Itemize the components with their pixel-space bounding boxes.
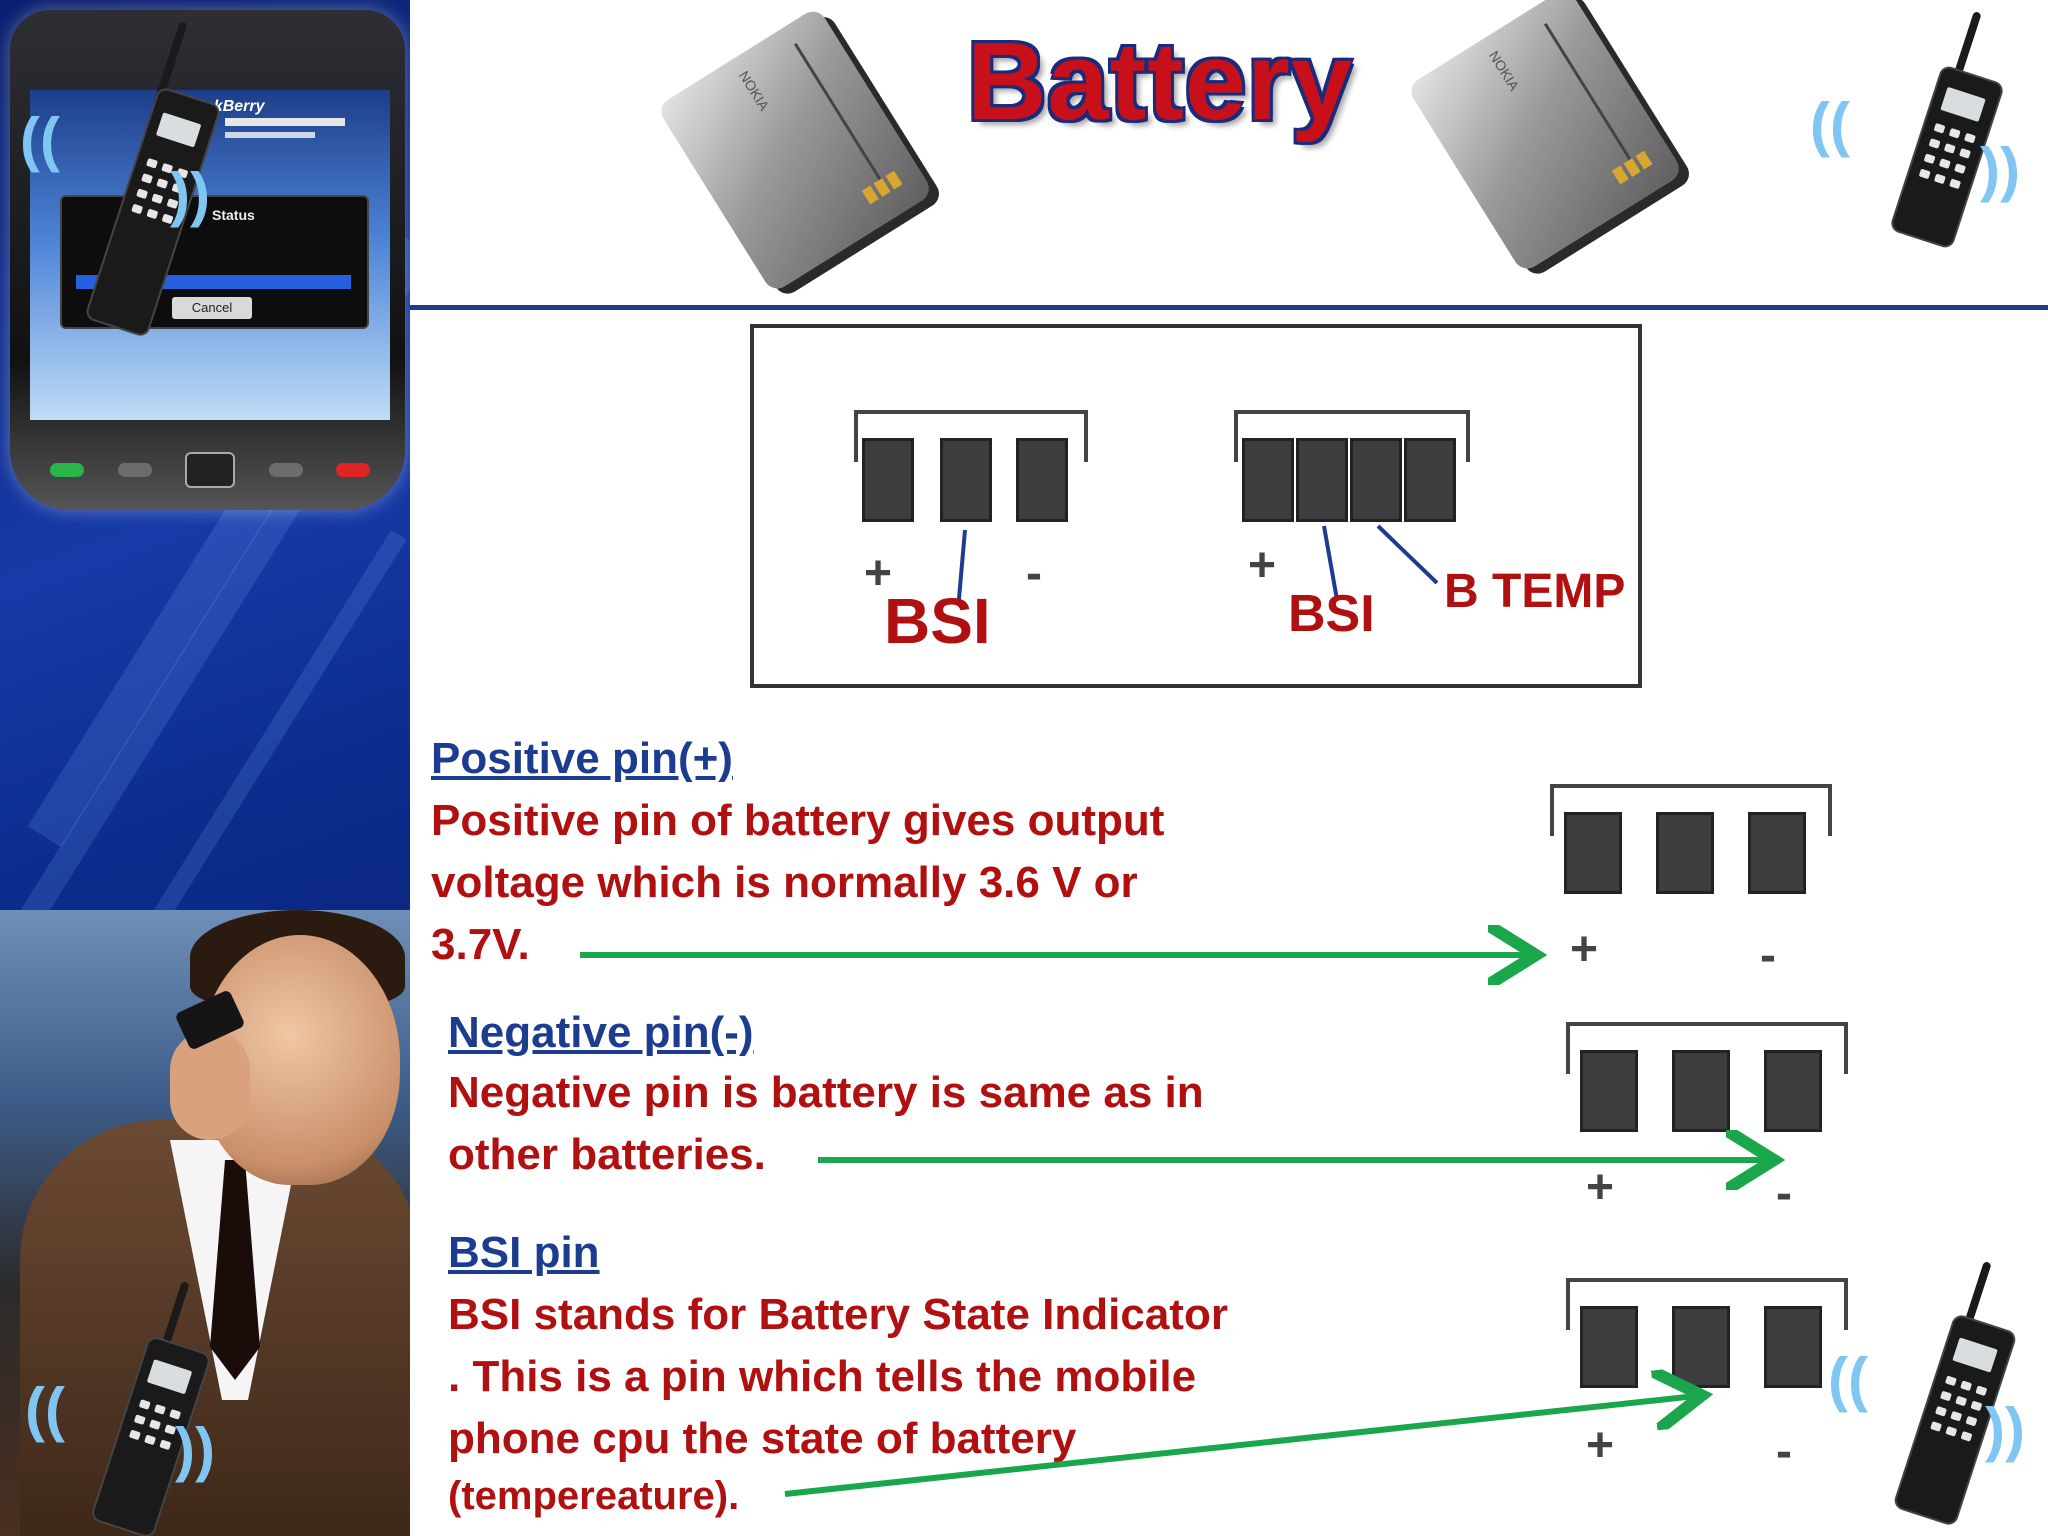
positive-pin xyxy=(1242,438,1294,522)
battery-brand: NOKIA xyxy=(1485,47,1523,94)
b-temp-label: B TEMP xyxy=(1444,565,1626,618)
text-line: voltage which is normally 3.6 V or xyxy=(431,858,1138,907)
signal-waves-icon: )) xyxy=(1980,136,2020,203)
smartphone-keys xyxy=(50,450,370,490)
signal-waves-icon: (( xyxy=(1810,91,1850,158)
businessman-photo xyxy=(0,910,410,1536)
signal-waves-icon: )) xyxy=(1985,1396,2025,1463)
minus-sign: - xyxy=(1026,547,1042,600)
battery-photo-icon: NOKIA xyxy=(656,6,934,294)
bsi-pin xyxy=(1672,1050,1730,1132)
connector-frame xyxy=(1566,1022,1848,1074)
cell-phone-keypad xyxy=(1930,1375,1988,1442)
temp-lead-line xyxy=(1376,524,1439,585)
connector-frame xyxy=(1550,784,1832,836)
plus-sign: + xyxy=(1586,1419,1615,1472)
bsi-pin xyxy=(1656,812,1714,894)
battery-photo-icon: NOKIA xyxy=(1406,0,1684,274)
page-title: Battery xyxy=(966,20,1354,143)
plus-sign: + xyxy=(1248,539,1277,592)
bsi-pin xyxy=(1672,1306,1730,1388)
cell-phone-screen xyxy=(146,1359,193,1395)
text-line: Positive pin of battery gives output xyxy=(431,796,1165,845)
positive-pin-heading: Positive pin(+) xyxy=(431,734,733,783)
four-pin-connector-frame xyxy=(1234,410,1470,462)
connector-frame xyxy=(1566,1278,1848,1330)
temp-pin xyxy=(1350,438,1402,522)
positive-pin xyxy=(1580,1050,1638,1132)
text-line: BSI stands for Battery State Indicator xyxy=(448,1290,1228,1339)
plus-sign: + xyxy=(1586,1161,1615,1214)
positive-pin xyxy=(862,438,914,522)
minus-sign: - xyxy=(1760,929,1776,982)
bsi-pin xyxy=(1296,438,1348,522)
text-line: . This is a pin which tells the mobile xyxy=(448,1352,1197,1401)
positive-pin xyxy=(1564,812,1622,894)
text-line: (tempereature). xyxy=(448,1474,740,1518)
minus-sign: - xyxy=(1776,1167,1792,1220)
plus-sign: + xyxy=(864,547,893,600)
cell-phone-screen xyxy=(1952,1337,1998,1373)
cell-phone-keypad xyxy=(128,1399,182,1451)
plus-sign: + xyxy=(1570,923,1599,976)
text-line: phone cpu the state of battery xyxy=(448,1414,1077,1463)
smartphone-image: BlackBerry Status Cancel xyxy=(10,10,405,510)
bsi-pin xyxy=(940,438,992,522)
battery-groove xyxy=(793,42,887,189)
signal-waves-icon: )) xyxy=(170,161,210,228)
menu-key-icon xyxy=(117,463,152,477)
bsi-label: BSI xyxy=(884,585,991,657)
trackpad-icon xyxy=(185,452,235,488)
battery-contacts xyxy=(1611,150,1653,185)
bsi-pin-heading: BSI pin xyxy=(448,1228,600,1277)
signal-waves-icon: (( xyxy=(25,1376,65,1443)
negative-pin xyxy=(1764,1306,1822,1388)
cell-phone-screen xyxy=(1940,86,1986,122)
negative-pin xyxy=(1764,1050,1822,1132)
negative-pin-description: Negative pin is battery is same as in ot… xyxy=(448,1062,1448,1186)
negative-pin xyxy=(1016,438,1068,522)
text-line: 3.7V. xyxy=(431,920,530,969)
smartphone-contact-line xyxy=(225,118,345,126)
smartphone-dialog-title: Status xyxy=(212,207,255,223)
smartphone-contact-line xyxy=(225,132,315,138)
battery-contacts xyxy=(861,170,903,205)
negative-pin xyxy=(1748,812,1806,894)
positive-pin-description: Positive pin of battery gives output vol… xyxy=(431,790,1431,976)
left-decorative-panel: BlackBerry Status Cancel (( )) xyxy=(0,0,410,1536)
cell-phone-keypad xyxy=(1918,122,1976,190)
bsi-pin-description: BSI stands for Battery State Indicator .… xyxy=(448,1284,1448,1522)
battery-brand: NOKIA xyxy=(735,67,773,114)
text-line: Negative pin is battery is same as in xyxy=(448,1068,1204,1117)
connector-diagram: + - BSI + BSI B TEMP xyxy=(750,324,1642,688)
businessman-hand xyxy=(170,1030,250,1140)
cell-phone-screen xyxy=(155,112,202,148)
negative-pin-heading: Negative pin(-) xyxy=(448,1008,754,1057)
end-call-key-icon xyxy=(336,463,370,477)
signal-waves-icon: (( xyxy=(20,106,60,173)
signal-waves-icon: (( xyxy=(1828,1346,1868,1413)
smartphone-cancel-button: Cancel xyxy=(172,297,252,319)
title-divider xyxy=(410,305,2048,310)
battery-groove xyxy=(1543,22,1637,169)
signal-waves-icon: )) xyxy=(175,1416,215,1483)
bsi-label: BSI xyxy=(1288,585,1375,643)
text-line: other batteries. xyxy=(448,1130,766,1179)
positive-pin xyxy=(1580,1306,1638,1388)
minus-sign: - xyxy=(1776,1425,1792,1478)
three-pin-connector-frame xyxy=(854,410,1088,462)
back-key-icon xyxy=(268,463,303,477)
call-key-icon xyxy=(50,463,84,477)
negative-pin xyxy=(1404,438,1456,522)
